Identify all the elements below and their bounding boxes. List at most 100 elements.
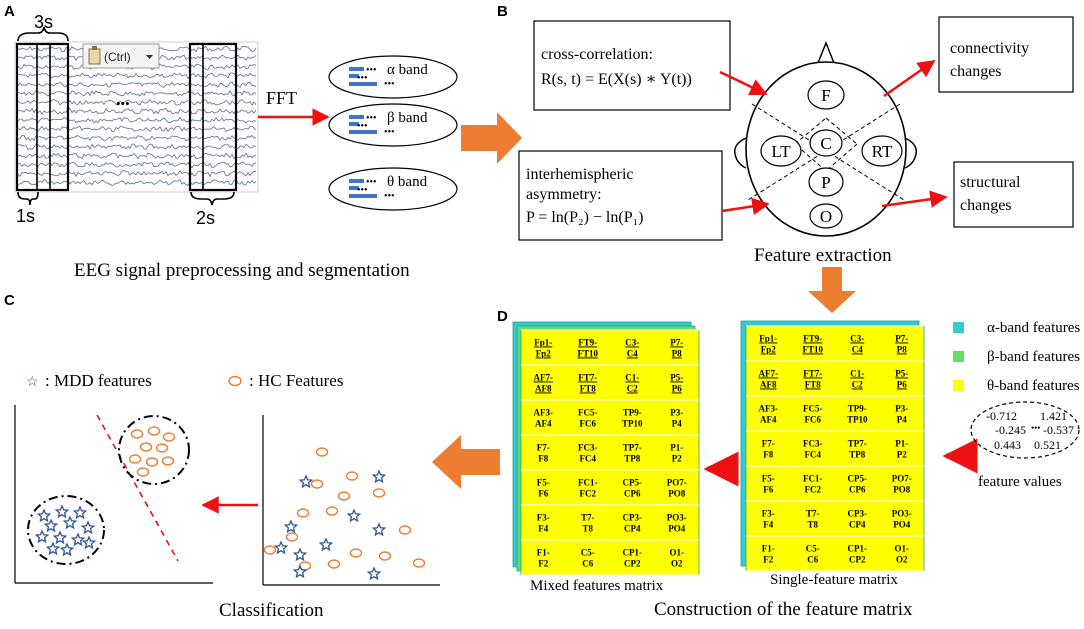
- matrix-layer: [745, 325, 925, 572]
- matrix-cell-label: FC2: [805, 485, 822, 495]
- matrix-cell-label: F2: [538, 559, 548, 569]
- band-ellipsis: •••: [366, 177, 377, 188]
- band-ellipse: •••••••••θ band: [328, 167, 458, 211]
- matrix-cell-label: P8: [672, 349, 682, 359]
- matrix-cell-label: FT8: [580, 384, 597, 394]
- matrix-cell-label: O1-: [670, 548, 685, 558]
- matrix-cell-label: C4: [627, 349, 638, 359]
- label-3s: 3s: [34, 12, 53, 32]
- brace-1s: [17, 191, 39, 206]
- hc-point: [412, 558, 426, 568]
- head-nose: [817, 40, 835, 64]
- panel-d-caption: Construction of the feature matrix: [654, 599, 913, 620]
- matrix-cell-label: P6: [897, 380, 907, 390]
- asymmetry-box: interhemispheric asymmetry: P = ln(P₂) −…: [518, 150, 723, 241]
- matrix-cell-label: F6: [763, 485, 773, 495]
- matrix-cell-label: PO7-: [667, 478, 687, 488]
- eeg-trace: [15, 143, 257, 151]
- paste-options-popup[interactable]: (Ctrl): [82, 43, 160, 69]
- band-label: α band: [387, 62, 428, 78]
- head-right-ear: [904, 137, 918, 169]
- mdd-star: [371, 522, 387, 537]
- head-region-label: C: [820, 134, 831, 153]
- band-label: β band: [387, 110, 428, 126]
- window-3s: [15, 42, 70, 192]
- panel-c-letter: C: [4, 292, 15, 309]
- hc-cluster: [118, 415, 190, 485]
- connectivity-line-1: connectivity: [950, 40, 1029, 57]
- band-ellipses: •••••••••α band•••••••••β band•••••••••θ…: [328, 55, 458, 211]
- head-region-outline: [807, 80, 845, 110]
- hc-point: [378, 551, 392, 561]
- mdd-star: [43, 518, 59, 533]
- matrix-cell-label: T7-: [581, 513, 595, 523]
- band-bar: [349, 122, 359, 126]
- matrix-cell-label: T8: [807, 520, 818, 530]
- matrix-cell-label: TP7-: [623, 443, 642, 453]
- head-region-label: F: [821, 86, 830, 105]
- connectivity-frame: [938, 16, 1074, 93]
- eeg-trace: [15, 90, 257, 97]
- matrix-cell-label: AF8: [760, 380, 777, 390]
- matrix-cell-label: AF4: [535, 419, 552, 429]
- brace-2s: [190, 191, 235, 206]
- eeg-trace: [15, 116, 257, 124]
- matrix-cell-label: AF3-: [534, 408, 554, 418]
- feature-value-2: 1.421: [1040, 409, 1067, 423]
- band-ellipsis: •••: [357, 73, 368, 84]
- matrix-cell-label: F5-: [537, 478, 550, 488]
- structural-line-1: structural: [960, 174, 1021, 191]
- eeg-trace: [15, 98, 257, 106]
- eeg-trace: [15, 81, 257, 88]
- mixed-matrix-label: Mixed features matrix: [530, 578, 664, 594]
- matrix-cell-label: PO4: [893, 520, 910, 530]
- hc-point: [296, 508, 310, 518]
- mdd-star: [36, 508, 52, 523]
- band-ellipsis: •••: [366, 113, 377, 124]
- matrix-cell-label: TP10: [622, 419, 643, 429]
- mdd-star: [292, 564, 308, 579]
- matrix-cell-label: FC2: [580, 489, 597, 499]
- matrix-cell-label: P8: [897, 345, 907, 355]
- band-label: θ band: [387, 174, 428, 190]
- hc-point: [349, 548, 363, 558]
- hc-point: [128, 454, 142, 464]
- band-bar: [349, 179, 364, 183]
- matrix-cell-label: PO8: [668, 489, 685, 499]
- matrix-cell-label: O2: [896, 555, 908, 565]
- band-ellipsis: •••: [384, 79, 395, 90]
- matrix-cell-label: FC5-: [803, 404, 823, 414]
- band-ellipse: •••••••••α band: [328, 55, 458, 99]
- feature-values-label: feature values: [978, 474, 1062, 490]
- matrix-cell-label: O2: [671, 559, 683, 569]
- matrix-cell-label: CP6: [624, 489, 641, 499]
- matrix-cell-label: C2: [852, 380, 863, 390]
- matrix-cell-label: CP4: [849, 520, 866, 530]
- matrix-cell-label: F4: [763, 520, 773, 530]
- mdd-star: [81, 535, 97, 550]
- band-bar: [349, 115, 364, 119]
- mdd-star: [273, 540, 289, 555]
- matrix-cell-label: CP3-: [848, 509, 868, 519]
- matrix-cell-label: PO3-: [667, 513, 687, 523]
- band-bar: [349, 67, 364, 71]
- plot-raw: [262, 415, 440, 586]
- paste-popup-label: (Ctrl): [104, 50, 131, 64]
- hc-point: [372, 488, 386, 498]
- matrix-cell-label: F2: [763, 555, 773, 565]
- classification-legend: ☆ : MDD features : HC Features: [26, 371, 343, 390]
- matrix-cell-label: TP8: [624, 454, 641, 464]
- orange-arrow-b-to-d: [808, 267, 856, 313]
- band-ellipse-outline: [328, 167, 458, 211]
- brace-3s: [17, 26, 69, 42]
- band-bar: [349, 74, 359, 78]
- matrix-cell-label: AF8: [535, 384, 552, 394]
- single-feature-matrix: Fp1-Fp2FT9-FT10C3-C4P7-P8AF7-AF8FT7-FT8C…: [740, 320, 925, 572]
- band-ellipse-outline: [328, 103, 458, 147]
- connectivity-box: connectivity changes: [938, 16, 1074, 93]
- arrow-asym-to-head: [721, 197, 770, 216]
- hc-point: [263, 545, 277, 555]
- matrix-cell-label: AF4: [760, 415, 777, 425]
- single-matrix-label: Single-feature matrix: [770, 572, 898, 588]
